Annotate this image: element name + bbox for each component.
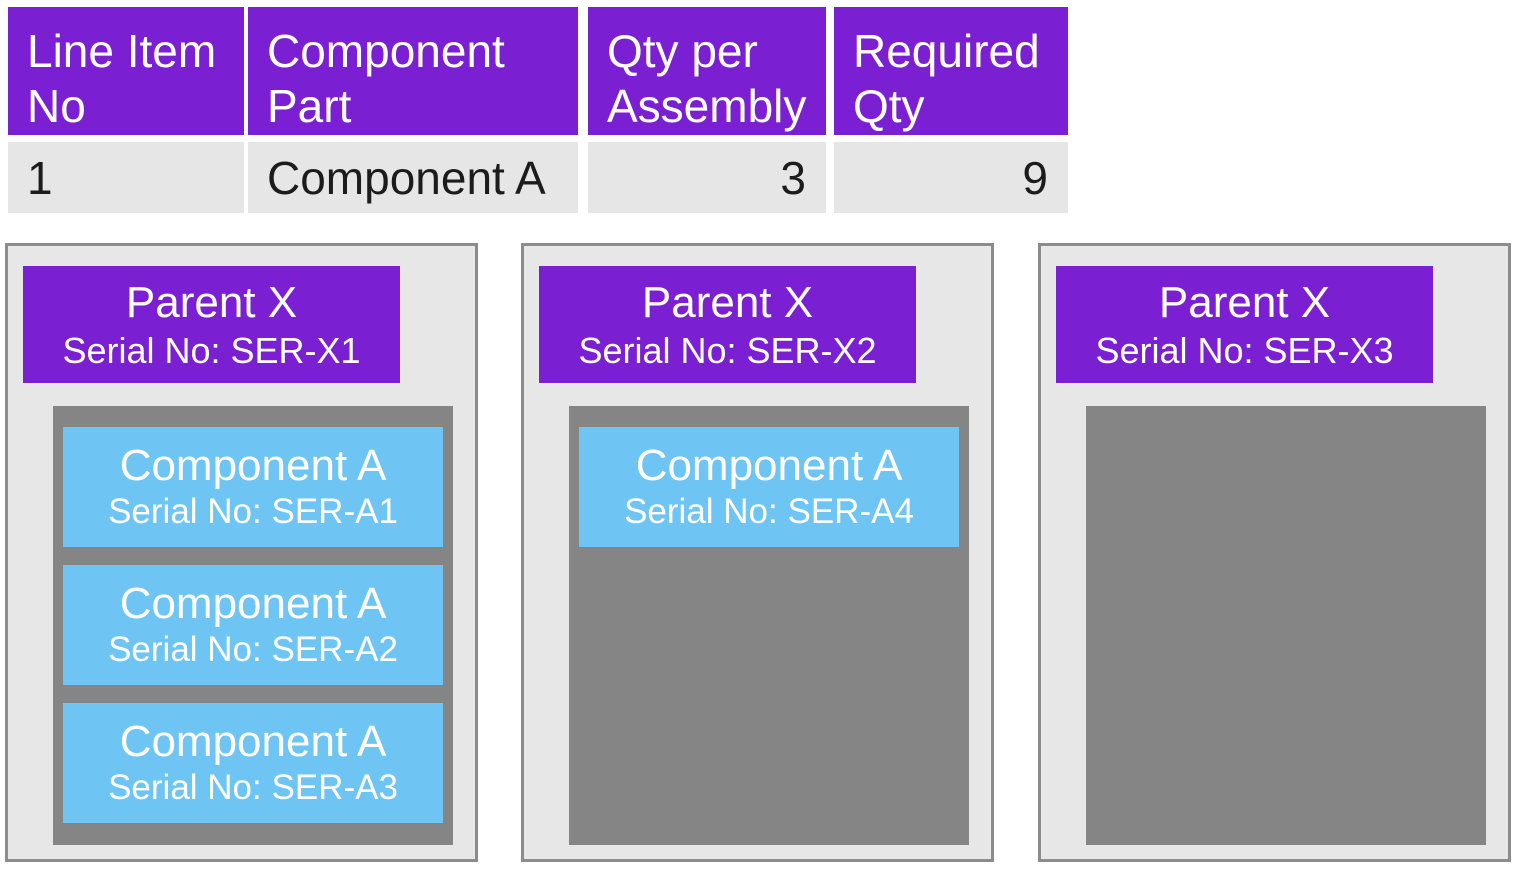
column-line-item-no: Line Item No 1 <box>8 7 244 213</box>
column-qty-per-assembly: Qty per Assembly 3 <box>588 7 826 213</box>
component-title: Component A <box>635 441 903 490</box>
component-serial: Serial No: SER-A3 <box>108 768 398 807</box>
header-cell-qty-per-assembly: Qty per Assembly <box>588 7 826 135</box>
parent-header: Parent X Serial No: SER-X2 <box>539 266 916 383</box>
component-container: Component A Serial No: SER-A4 <box>569 406 969 845</box>
cell-required-qty: 9 <box>834 142 1068 213</box>
parent-header: Parent X Serial No: SER-X1 <box>23 266 400 383</box>
component-title: Component A <box>119 441 387 490</box>
parent-title: Parent X <box>1158 277 1331 327</box>
header-cell-component-part: Component Part <box>248 7 578 135</box>
parent-serial: Serial No: SER-X3 <box>1095 329 1394 371</box>
component-title: Component A <box>119 579 387 628</box>
parent-title: Parent X <box>641 277 814 327</box>
cell-qty-per-assembly: 3 <box>588 142 826 213</box>
component-box: Component A Serial No: SER-A2 <box>63 565 443 685</box>
parent-panel-2: Parent X Serial No: SER-X2 Component A S… <box>521 243 994 862</box>
column-component-part: Component Part Component A <box>248 7 578 213</box>
component-title: Component A <box>119 717 387 766</box>
component-serial: Serial No: SER-A1 <box>108 492 398 531</box>
header-cell-required-qty: Required Qty <box>834 7 1068 135</box>
cell-line-item-no: 1 <box>8 142 244 213</box>
cell-component-part: Component A <box>248 142 578 213</box>
component-container: Component A Serial No: SER-A1 Component … <box>53 406 453 845</box>
column-required-qty: Required Qty 9 <box>834 7 1068 213</box>
parent-header: Parent X Serial No: SER-X3 <box>1056 266 1433 383</box>
component-box: Component A Serial No: SER-A4 <box>579 427 959 547</box>
bom-table: Line Item No 1 Component Part Component … <box>8 7 1068 213</box>
header-cell-line-item-no: Line Item No <box>8 7 244 135</box>
parent-title: Parent X <box>125 277 298 327</box>
component-box: Component A Serial No: SER-A3 <box>63 703 443 823</box>
component-box: Component A Serial No: SER-A1 <box>63 427 443 547</box>
parent-serial: Serial No: SER-X2 <box>578 329 877 371</box>
component-serial: Serial No: SER-A2 <box>108 630 398 669</box>
component-container <box>1086 406 1486 845</box>
parent-serial: Serial No: SER-X1 <box>62 329 361 371</box>
parent-panel-3: Parent X Serial No: SER-X3 <box>1038 243 1511 862</box>
component-serial: Serial No: SER-A4 <box>624 492 914 531</box>
parent-panel-1: Parent X Serial No: SER-X1 Component A S… <box>5 243 478 862</box>
